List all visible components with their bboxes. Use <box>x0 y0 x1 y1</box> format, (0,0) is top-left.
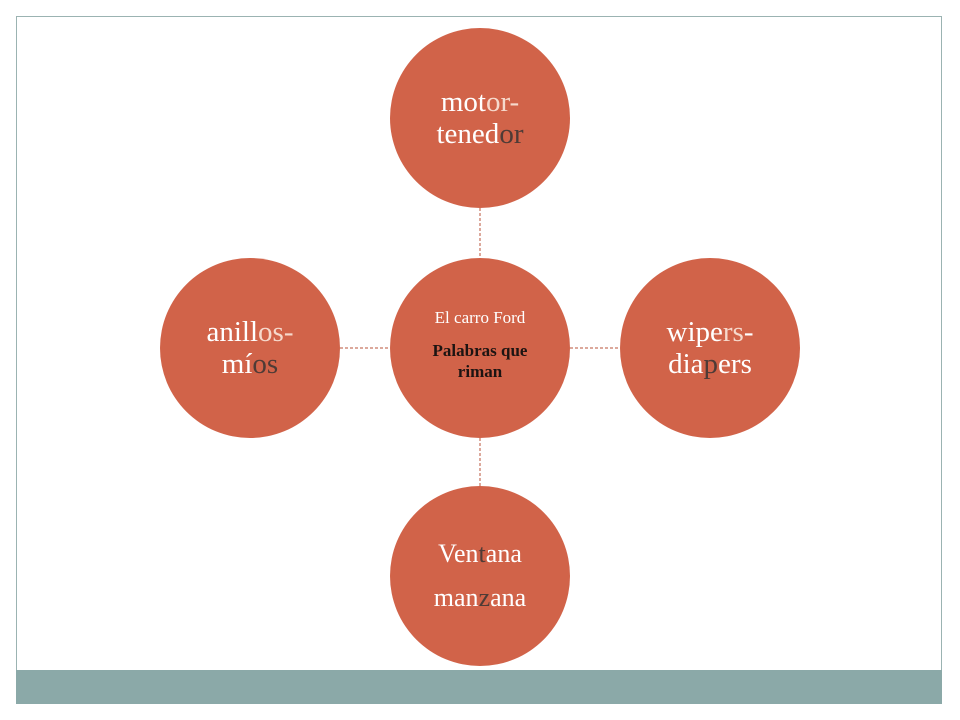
text-segment: ers <box>718 348 752 380</box>
rhyme-segment: or- <box>485 86 520 118</box>
rhyme-segment: or <box>499 118 524 150</box>
node-top: motor- tenedor <box>390 28 570 208</box>
text-segment: mot <box>440 86 486 118</box>
text-segment: Ven <box>438 539 479 568</box>
footer-band <box>16 670 942 704</box>
rhyme-segment: rs <box>722 316 744 348</box>
rhyme-segment: z <box>478 583 491 612</box>
node-top-line2: tenedor <box>437 118 524 150</box>
text-segment: wipe <box>666 316 723 348</box>
center-subtitle: Palabras que riman <box>432 341 528 381</box>
rhyme-segment: p <box>703 348 719 380</box>
text-segment: dia <box>668 348 704 380</box>
rhyme-segment: os <box>252 348 279 380</box>
node-bottom: Ventana manzana <box>390 486 570 666</box>
node-bottom-line2: manzana <box>434 583 526 613</box>
center-title: El carro Ford <box>434 308 526 327</box>
text-segment: - <box>743 316 754 348</box>
node-right-line2: diapers <box>668 348 752 380</box>
node-right-line1: wipers- <box>667 316 754 348</box>
node-left: anillos- míos <box>160 258 340 438</box>
node-center: El carro Ford Palabras que riman <box>390 258 570 438</box>
node-bottom-line1: Ventana <box>438 539 522 569</box>
rhyme-segment: t <box>478 539 486 568</box>
node-top-line1: motor- <box>441 86 519 118</box>
rhyme-segment: os- <box>258 316 294 348</box>
text-segment: ana <box>490 583 527 612</box>
text-segment: mí <box>221 348 253 380</box>
node-left-line2: míos <box>222 348 278 380</box>
text-segment: ana <box>485 539 522 568</box>
node-left-line1: anillos- <box>207 316 294 348</box>
text-segment: tened <box>436 118 500 150</box>
text-segment: man <box>433 583 479 612</box>
text-segment: anill <box>206 316 259 348</box>
node-right: wipers- diapers <box>620 258 800 438</box>
